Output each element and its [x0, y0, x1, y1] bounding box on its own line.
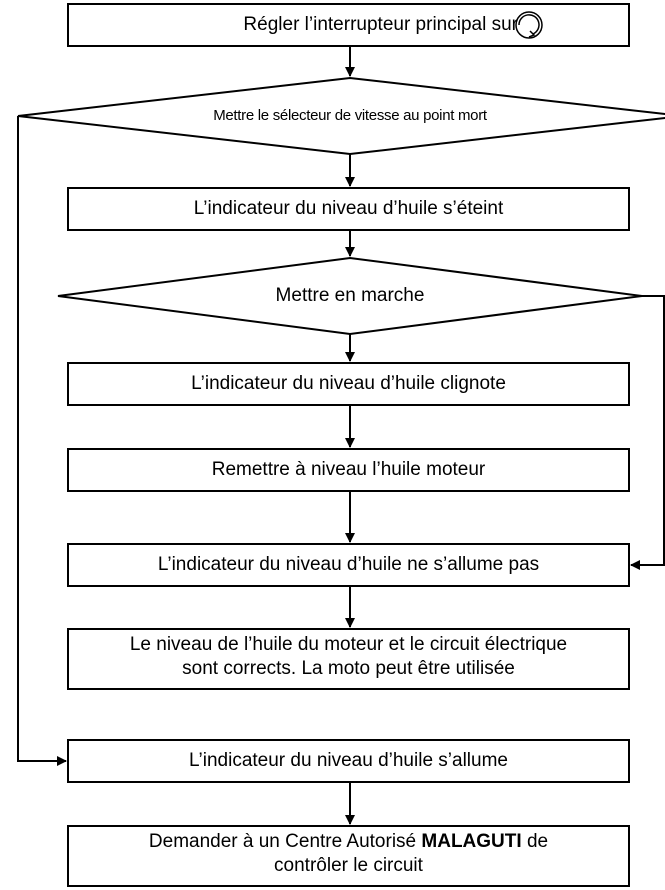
connector-2-to-9: [17, 116, 67, 766]
connector-4-to-7: [630, 295, 665, 570]
brand-name: MALAGUTI: [421, 831, 522, 852]
step-box-9: [67, 739, 630, 783]
step-5: L’indicateur du niveau d’huile clignote: [68, 363, 629, 405]
step-box-5: [67, 362, 630, 406]
step-2: Mettre le sélecteur de vitesse au point …: [120, 100, 580, 132]
step-box-3: [67, 187, 630, 231]
step-1-label: Régler l’interrupteur principal sur: [243, 14, 518, 35]
step-3: L’indicateur du niveau d’huile s’éteint: [68, 188, 629, 230]
decision-diamond-1: [17, 76, 665, 156]
step-4: Mettre en marche: [150, 280, 550, 312]
step-4-label: Mettre en marche: [275, 285, 425, 306]
step-10-line-1-post: de: [526, 831, 549, 852]
step-box-10: [67, 825, 630, 887]
step-9: L’indicateur du niveau d’huile s’allume: [68, 740, 629, 782]
step-box-7: [67, 543, 630, 587]
step-7-label: L’indicateur du niveau d’huile ne s’allu…: [157, 554, 540, 575]
step-10-line-2: contrôler le circuit: [274, 855, 423, 876]
step-10-line-1-pre: Demander à un Centre Autorisé: [148, 831, 417, 852]
step-10-line-1: Demander à un Centre Autorisé MALAGUTI d…: [68, 830, 629, 854]
step-8: Le niveau de l’huile du moteur et le cir…: [68, 629, 629, 693]
step-8-line-1: Le niveau de l’huile du moteur et le cir…: [129, 634, 568, 655]
step-9-label: L’indicateur du niveau d’huile s’allume: [189, 750, 508, 771]
step-1: Régler l’interrupteur principal sur: [68, 4, 518, 46]
step-box-8: [67, 628, 630, 690]
step-6: Remettre à niveau l’huile moteur: [68, 449, 629, 491]
step-5-label: L’indicateur du niveau d’huile clignote: [191, 373, 506, 394]
step-box-6: [67, 448, 630, 492]
power-rotate-icon: [515, 11, 543, 39]
step-8-line-2: sont corrects. La moto peut être utilisé…: [182, 658, 515, 679]
step-2-label: Mettre le sélecteur de vitesse au point …: [213, 107, 487, 124]
step-3-label: L’indicateur du niveau d’huile s’éteint: [193, 198, 504, 219]
step-box-1: [67, 3, 630, 47]
step-10: Demander à un Centre Autorisé MALAGUTI d…: [68, 826, 629, 890]
step-7: L’indicateur du niveau d’huile ne s’allu…: [68, 544, 629, 586]
step-6-label: Remettre à niveau l’huile moteur: [211, 459, 486, 480]
